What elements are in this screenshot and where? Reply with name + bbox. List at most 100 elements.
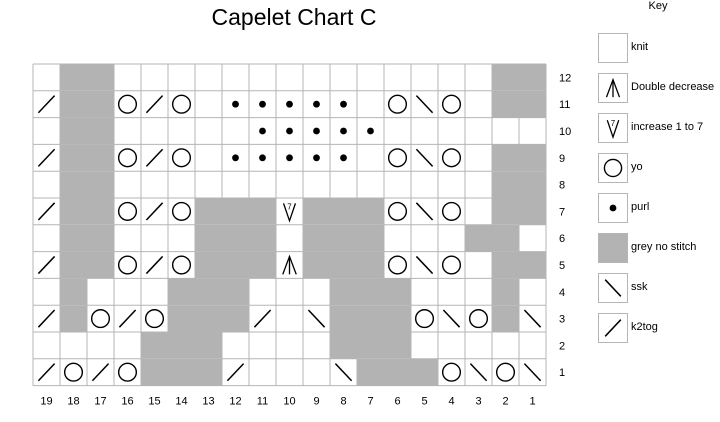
cell-purl <box>222 90 249 118</box>
cell-knit <box>411 278 438 306</box>
k2tog-icon <box>37 95 56 114</box>
purl-icon <box>259 127 266 135</box>
cell-yo <box>438 144 465 172</box>
cell-grey-no-stitch <box>87 251 114 279</box>
ssk-icon <box>442 309 461 328</box>
row-number: 12 <box>559 72 571 84</box>
cell-knit <box>465 117 492 145</box>
cell-yo <box>60 358 87 386</box>
cell-knit <box>276 305 303 332</box>
cell-grey-no-stitch <box>60 278 87 306</box>
cell-knit <box>438 171 465 198</box>
cell-grey-no-stitch <box>519 198 546 225</box>
cell-knit <box>465 64 492 91</box>
cell-grey-no-stitch <box>492 171 519 198</box>
cell-yo <box>114 251 141 279</box>
cell-knit <box>465 251 492 279</box>
cell-grey-no-stitch <box>60 117 87 145</box>
row-number: 8 <box>559 180 565 192</box>
column-number: 5 <box>421 396 427 408</box>
cell-grey-no-stitch <box>195 224 222 252</box>
cell-knit <box>276 224 303 252</box>
cell-purl <box>276 144 303 172</box>
cell-grey-no-stitch <box>519 90 546 118</box>
ssk-icon <box>469 363 488 382</box>
cell-grey-no-stitch <box>384 305 411 332</box>
cell-grey-no-stitch <box>60 224 87 252</box>
cell-knit <box>384 171 411 198</box>
cell-knit <box>222 117 249 145</box>
cell-grey-no-stitch <box>168 332 195 359</box>
cell-purl <box>357 117 384 145</box>
yo-icon <box>117 94 138 114</box>
cell-grey-no-stitch <box>492 251 519 279</box>
cell-grey-no-stitch <box>492 305 519 332</box>
cell-knit <box>276 64 303 91</box>
key-label: ssk <box>631 281 648 293</box>
cell-grey-no-stitch <box>60 64 87 91</box>
column-number: 8 <box>340 396 346 408</box>
key-label: purl <box>631 201 650 213</box>
cell-yo <box>114 198 141 225</box>
key-swatch <box>598 33 628 63</box>
cell-knit <box>114 117 141 145</box>
cell-grey-no-stitch <box>222 224 249 252</box>
cell-grey-no-stitch <box>357 224 384 252</box>
yo-icon <box>171 201 192 221</box>
column-number: 11 <box>257 396 268 408</box>
purl-icon <box>367 127 374 135</box>
column-number: 19 <box>40 396 52 408</box>
cell-grey-no-stitch <box>60 171 87 198</box>
cell-knit <box>195 90 222 118</box>
cell-knit <box>411 171 438 198</box>
cell-knit <box>33 332 60 359</box>
cell-yo <box>141 305 168 332</box>
cell-grey-no-stitch <box>168 278 195 306</box>
cell-k2tog <box>33 305 60 332</box>
k2tog-icon <box>37 363 56 382</box>
cell-k2tog <box>33 198 60 225</box>
key-swatch: 7 <box>598 113 628 143</box>
cell-grey-no-stitch <box>195 251 222 279</box>
cell-knit <box>222 171 249 198</box>
cell-grey-no-stitch <box>465 224 492 252</box>
cell-k2tog <box>222 358 249 386</box>
key-label: increase 1 to 7 <box>631 121 704 133</box>
cell-purl <box>303 144 330 172</box>
cell-grey-no-stitch <box>357 278 384 306</box>
yo-icon <box>117 148 138 168</box>
purl-icon <box>313 127 320 135</box>
column-number: 2 <box>502 396 508 408</box>
cell-grey-no-stitch <box>87 171 114 198</box>
cell-knit <box>87 278 114 306</box>
row-number: 6 <box>559 233 565 245</box>
cell-knit <box>249 332 276 359</box>
cell-knit <box>303 278 330 306</box>
cell-grey-no-stitch <box>492 198 519 225</box>
cell-yo <box>438 358 465 386</box>
column-number: 7 <box>367 396 373 408</box>
cell-grey-no-stitch <box>141 358 168 386</box>
cell-grey-no-stitch <box>87 90 114 118</box>
ssk-icon <box>307 309 326 328</box>
cell-knit <box>141 224 168 252</box>
cell-grey-no-stitch <box>330 198 357 225</box>
cell-grey-no-stitch <box>519 251 546 279</box>
cell-ssk <box>411 90 438 118</box>
cell-grey-no-stitch <box>303 224 330 252</box>
cell-yo <box>438 251 465 279</box>
cell-grey-no-stitch <box>60 305 87 332</box>
column-number: 6 <box>394 396 400 408</box>
yo-icon <box>90 309 111 329</box>
cell-yo <box>384 144 411 172</box>
cell-grey-no-stitch <box>87 117 114 145</box>
double-decrease-icon <box>605 77 621 98</box>
cell-grey-no-stitch <box>195 358 222 386</box>
cell-knit <box>438 117 465 145</box>
cell-k2tog <box>87 358 114 386</box>
cell-knit <box>195 171 222 198</box>
increase-icon: 7 <box>282 202 297 223</box>
cell-grey-no-stitch <box>384 278 411 306</box>
k2tog-icon <box>37 309 56 328</box>
